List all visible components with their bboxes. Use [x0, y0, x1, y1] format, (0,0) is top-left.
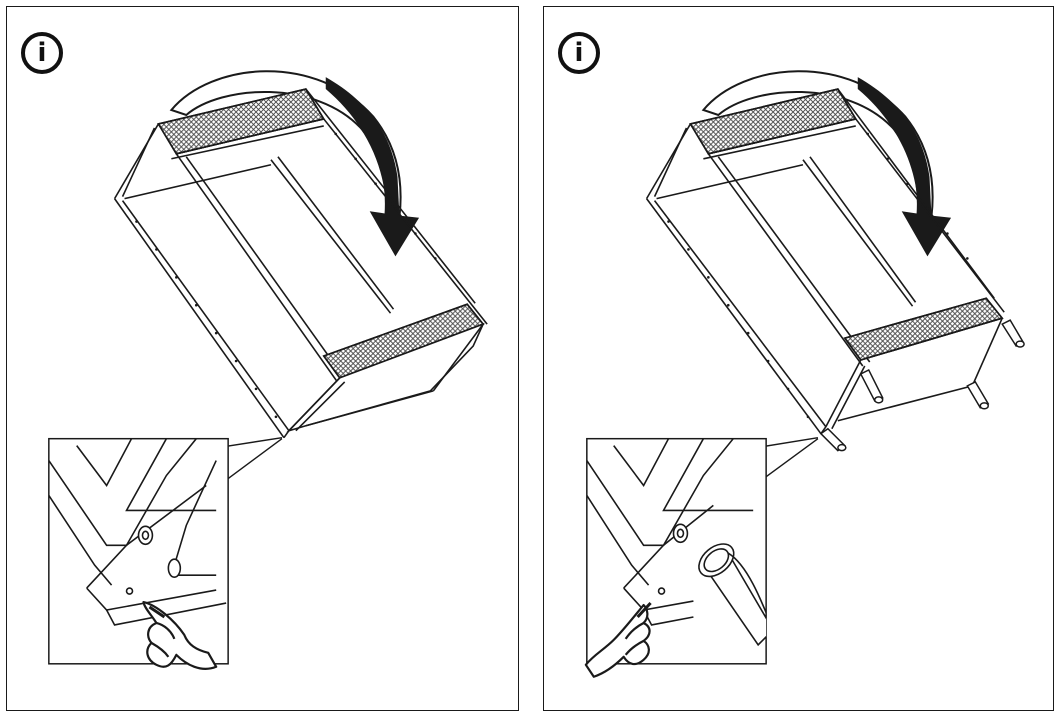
rivet-row — [667, 132, 969, 419]
info-icon: i — [558, 32, 600, 74]
drawer-frame — [645, 88, 1005, 435]
pointing-hand-icon — [142, 600, 218, 670]
drawer-frame — [113, 88, 488, 439]
pointing-hand-icon — [584, 602, 652, 678]
rivet-row — [135, 132, 437, 419]
instruction-panel-step-1: i — [6, 6, 519, 711]
info-icon: i — [21, 32, 63, 74]
magnified-corner-detail-with-foot — [586, 437, 767, 665]
frame-illustration — [584, 70, 1025, 678]
magnified-corner-detail — [48, 437, 229, 665]
leg-feet — [819, 319, 1025, 452]
instruction-panel-step-2: i — [543, 6, 1054, 711]
frame-illustration — [48, 70, 488, 670]
